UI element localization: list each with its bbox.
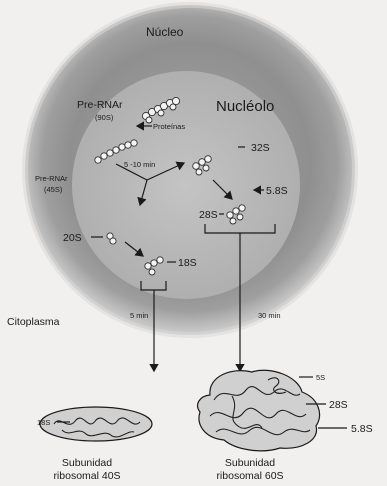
pre-rrna-90s-size: (90S) bbox=[95, 113, 114, 122]
proteins-label: Proteínas bbox=[153, 122, 185, 131]
label-20s: 20S bbox=[63, 232, 82, 244]
time-5-min-label: 5 min bbox=[130, 311, 148, 320]
label-58s-subunit: 5.8S bbox=[351, 423, 373, 435]
subunit-40s-title-line1: Subunidad bbox=[62, 457, 112, 469]
pre-rrna-90s-label: Pre-RNAr bbox=[77, 99, 123, 111]
subunit-60s-title-line1: Subunidad bbox=[225, 457, 275, 469]
label-5s: 5S bbox=[316, 373, 325, 382]
label-18s-nucleolus: 18S bbox=[178, 257, 197, 269]
nucleolus-label: Nucléolo bbox=[216, 98, 274, 115]
subunit-40s bbox=[40, 407, 152, 441]
time-5-10-label: 5 -10 min bbox=[124, 160, 155, 169]
label-32s: 32S bbox=[251, 142, 270, 154]
nucleus-label: Núcleo bbox=[146, 25, 184, 39]
pre-rrna-45s-label: Pre-RNAr bbox=[35, 174, 68, 183]
label-28s-nucleolus: 28S bbox=[199, 209, 218, 221]
label-18s-subunit: 18S bbox=[37, 418, 50, 427]
cytoplasm-label: Citoplasma bbox=[7, 316, 60, 328]
subunit-60s-title-line2: ribosomal 60S bbox=[216, 470, 283, 482]
time-30-min-label: 30 min bbox=[258, 311, 281, 320]
subunit-60s bbox=[198, 370, 320, 451]
subunit-40s-title-line2: ribosomal 40S bbox=[53, 470, 120, 482]
pre-rrna-45s-size: (45S) bbox=[44, 185, 63, 194]
label-58s-nucleolus: 5.8S bbox=[266, 185, 288, 197]
label-28s-subunit: 28S bbox=[329, 399, 348, 411]
